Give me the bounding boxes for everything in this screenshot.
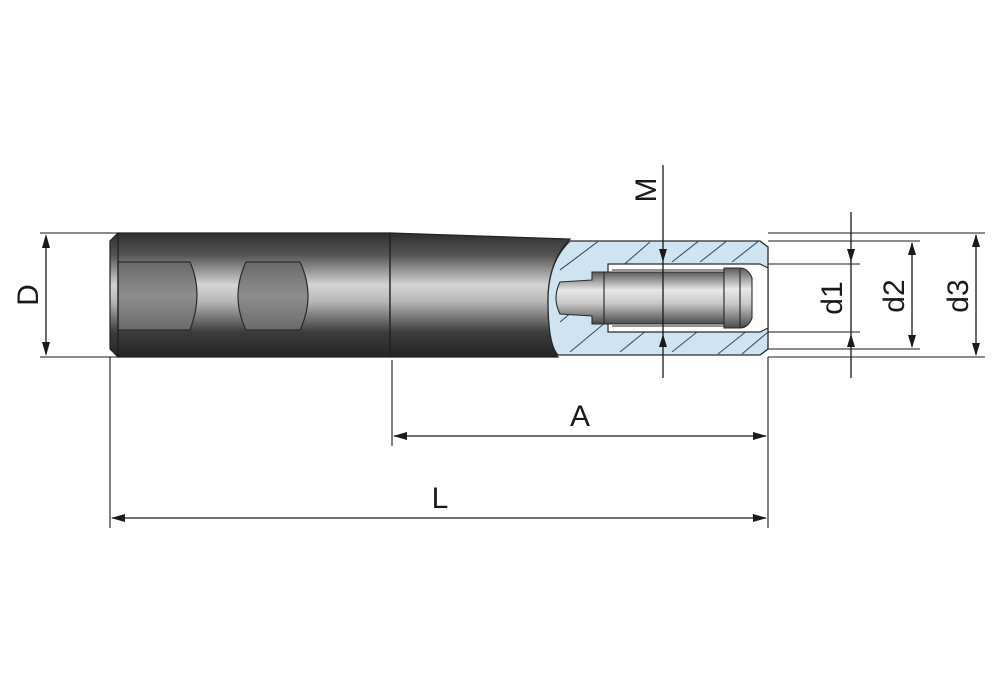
grip-body	[109, 232, 572, 358]
dimension-D: D	[12, 232, 118, 358]
pin-shaft	[555, 271, 605, 325]
label-A: A	[570, 400, 590, 433]
label-d2: d2	[878, 279, 911, 312]
label-d1: d1	[816, 281, 849, 314]
flat-2	[237, 261, 309, 331]
cross-section	[547, 240, 769, 356]
label-D: D	[12, 284, 45, 306]
label-d3: d3	[942, 279, 975, 312]
pin-body	[603, 271, 725, 325]
flat-1	[117, 261, 198, 331]
label-L: L	[432, 482, 449, 515]
dimension-d3: d3	[768, 232, 985, 358]
pin-end	[739, 267, 753, 329]
dimension-M: M	[630, 165, 667, 378]
dimension-A: A	[391, 357, 769, 528]
dimension-d1: d1	[768, 212, 860, 378]
dimension-L: L	[109, 357, 767, 528]
pin-collar	[723, 267, 741, 329]
label-M: M	[630, 178, 663, 203]
dimension-d2: d2	[768, 240, 920, 350]
